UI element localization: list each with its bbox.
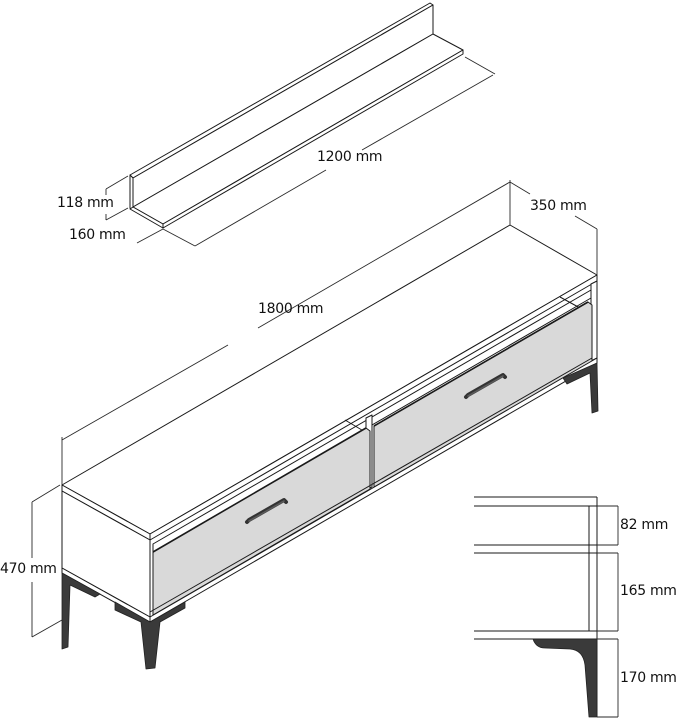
shelf-height-label: 118 mm <box>57 195 114 211</box>
cabinet-width-label: 1800 mm <box>258 301 324 317</box>
leg-height-label: 170 mm <box>620 670 676 686</box>
shelf-dimension-lines <box>105 56 496 247</box>
cabinet-legs <box>61 362 599 670</box>
wall-shelf <box>129 2 464 229</box>
right-drawer-handle <box>464 373 507 399</box>
drawer-handles <box>245 373 507 524</box>
left-drawer-handle <box>245 498 288 524</box>
cabinet-height-label: 470 mm <box>0 561 57 577</box>
front-left-leg <box>61 572 101 650</box>
drawer-section-label: 165 mm <box>620 583 676 599</box>
side-profile-detail <box>474 496 619 718</box>
top-section-label: 82 mm <box>620 517 669 533</box>
front-right-leg <box>562 362 599 414</box>
cabinet-depth-label: 350 mm <box>530 198 587 214</box>
leg-profile <box>532 638 598 718</box>
shelf-length-label: 1200 mm <box>317 149 383 165</box>
shelf-depth-label: 160 mm <box>69 227 126 243</box>
tv-cabinet <box>61 224 598 623</box>
front-center-leg <box>114 601 186 670</box>
cabinet-dimension-lines <box>31 180 598 638</box>
